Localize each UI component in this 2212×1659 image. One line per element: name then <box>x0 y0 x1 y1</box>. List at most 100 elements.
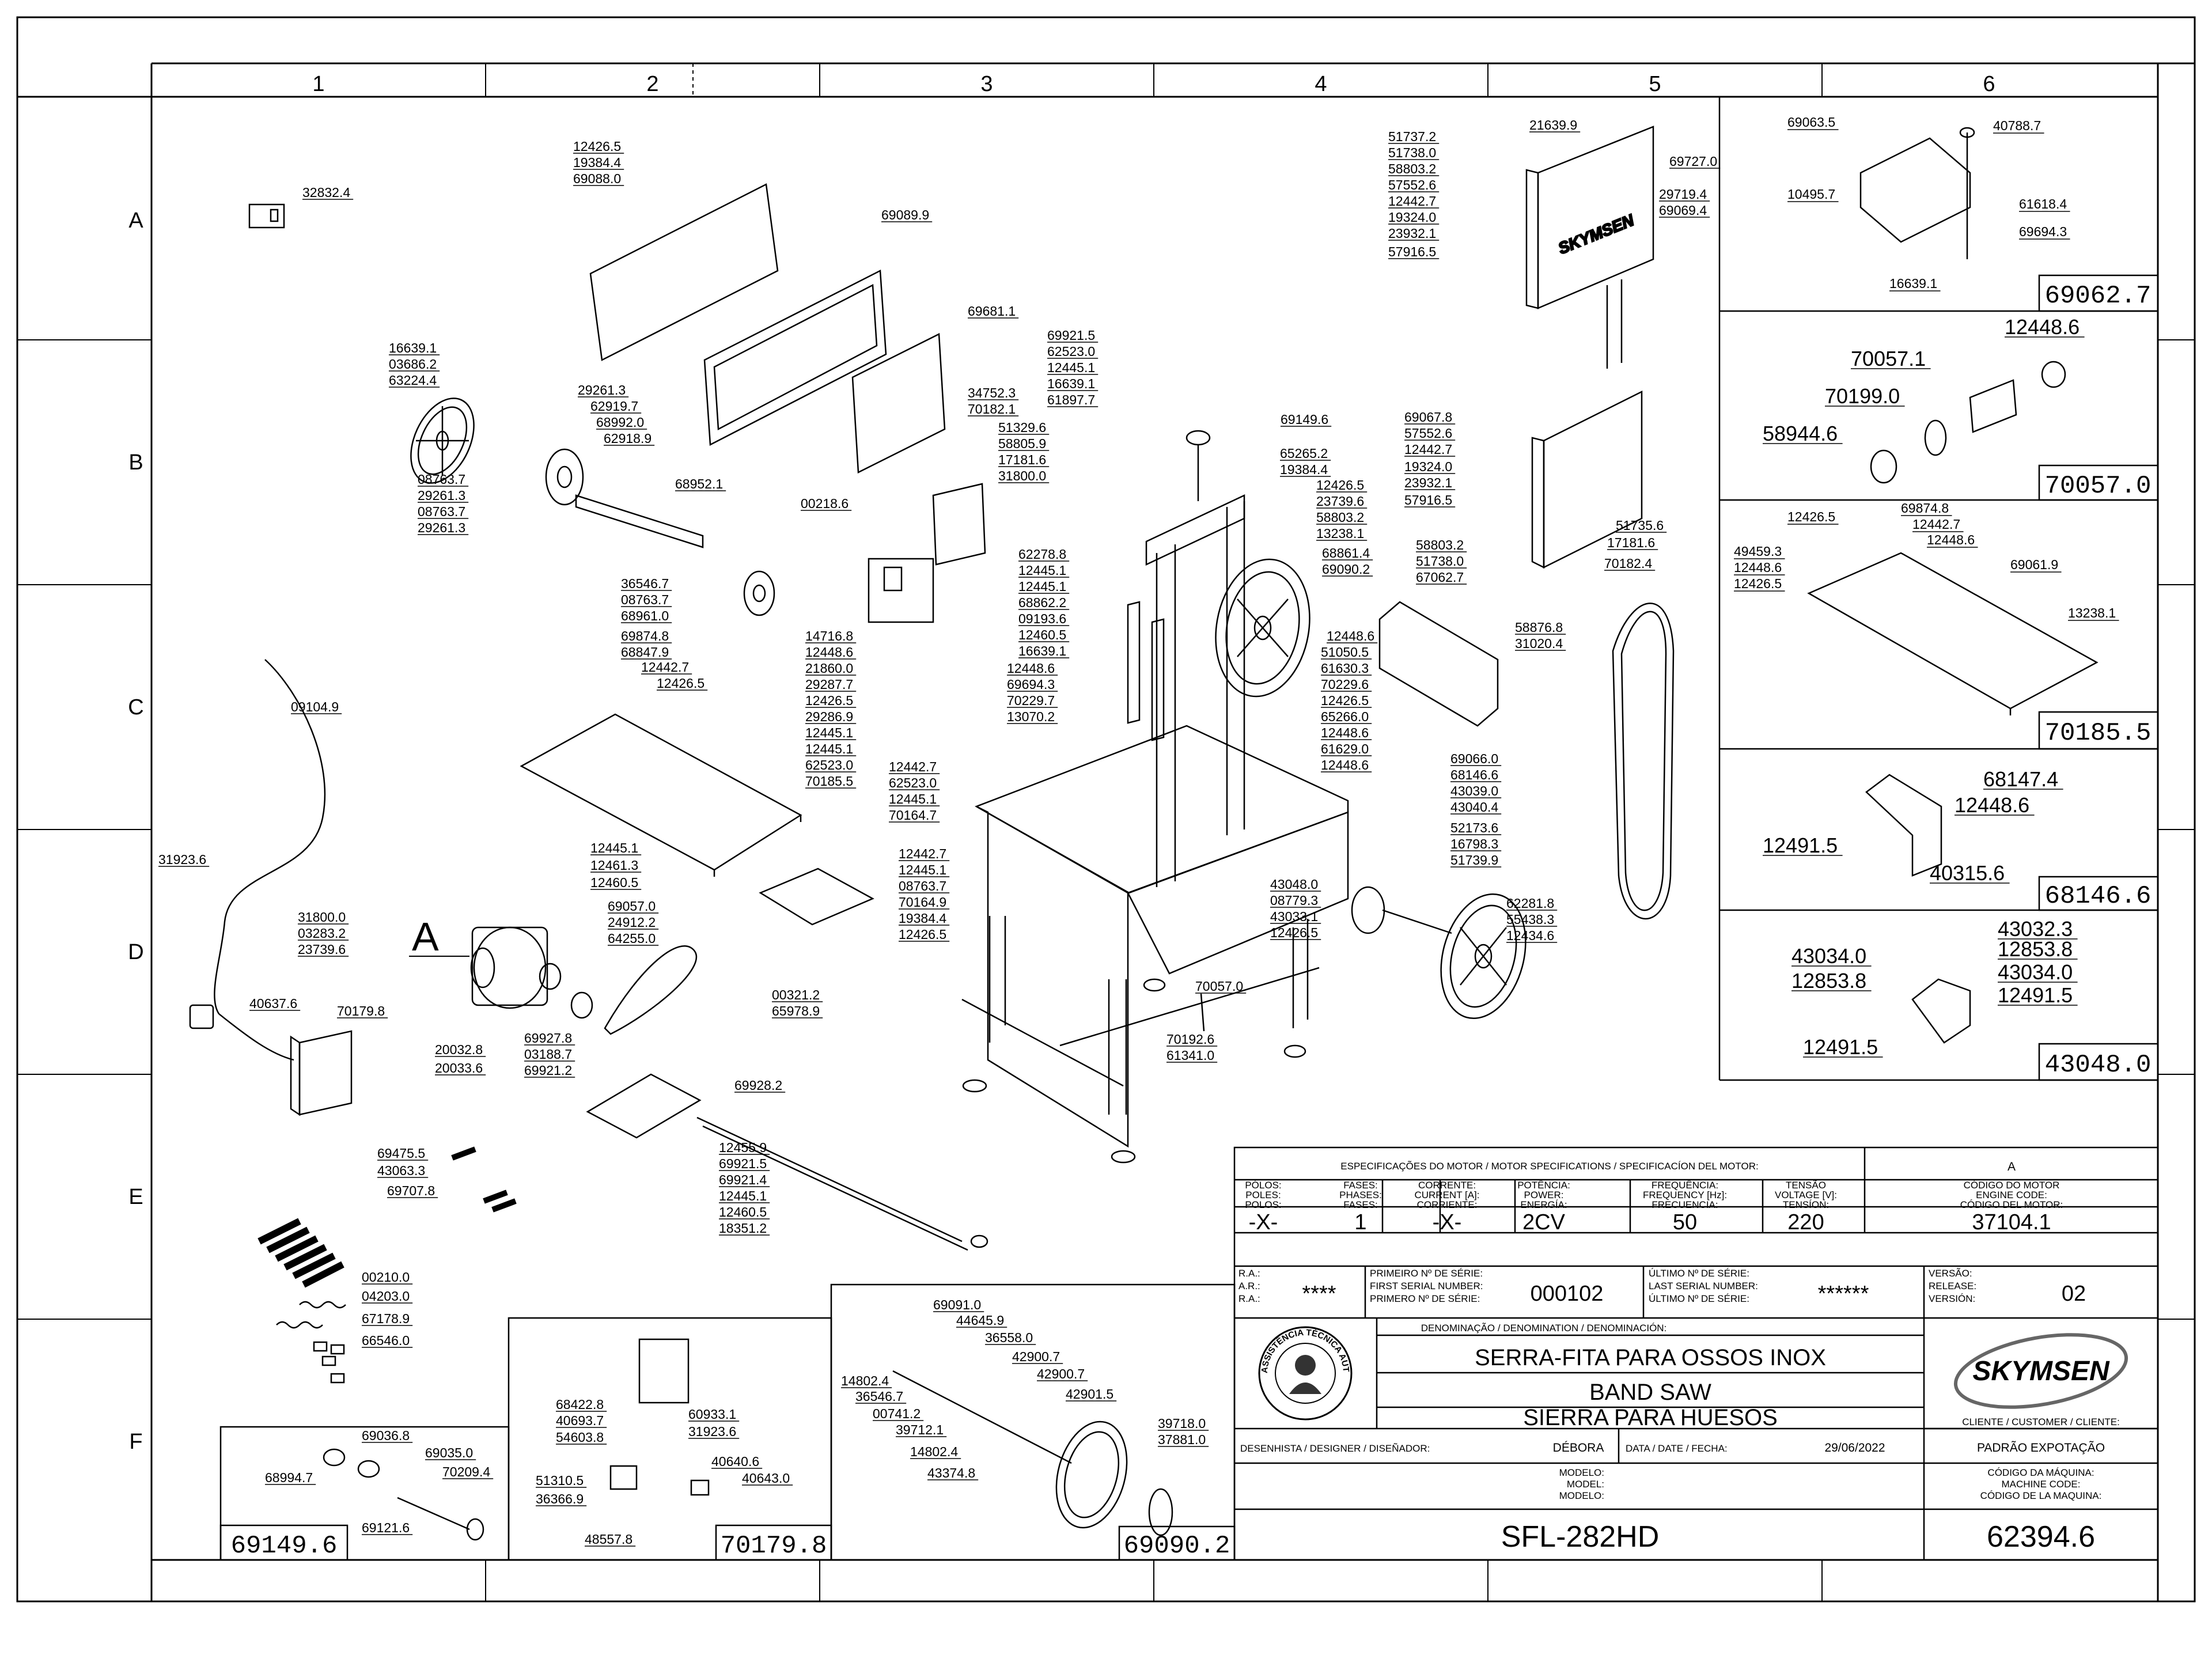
part-label: 69089.9 <box>881 207 929 222</box>
part-label: 58803.2 <box>1416 537 1464 552</box>
zone-row-a: A <box>128 209 143 233</box>
part-label: 12445.1 <box>889 791 937 806</box>
designer-value: DÉBORA <box>1553 1441 1604 1455</box>
designer-label: DESENHISTA / DESIGNER / DISEÑADOR: <box>1240 1443 1430 1454</box>
serial-header-first_serial: FIRST SERIAL NUMBER: <box>1370 1281 1483 1291</box>
part-label: 16639.1 <box>1018 643 1066 658</box>
zone-row-c: C <box>128 695 143 719</box>
motor-spec-header: ESPECIFICAÇÕES DO MOTOR / MOTOR SPECIFIC… <box>1340 1161 1758 1172</box>
first-serial-value: 000102 <box>1531 1282 1604 1306</box>
part-label: 69921.5 <box>719 1156 767 1171</box>
part-label: 69921.5 <box>1047 328 1095 343</box>
part-label: 23739.6 <box>1316 494 1364 509</box>
part-label: 69727.0 <box>1669 154 1717 169</box>
serial-header-version: VERSÃO: <box>1929 1268 1972 1279</box>
spec-header-engine_code: CÓDIGO DO MOTOR <box>1964 1180 2060 1191</box>
detail-part-label: 70057.1 <box>1851 347 1926 370</box>
part-label: 54603.8 <box>556 1430 604 1445</box>
model-value: SFL-282HD <box>1501 1520 1660 1554</box>
serial-header-ra: R.A.: <box>1238 1268 1260 1279</box>
part-label: 69091.0 <box>933 1297 981 1312</box>
part-label: 69057.0 <box>608 899 656 914</box>
part-label: 68961.0 <box>621 608 669 623</box>
spec-header-frequency: FREQUÊNCIA: <box>1652 1180 1718 1191</box>
part-label: 37881.0 <box>1158 1432 1206 1447</box>
detail-code-2: 70057.0 <box>2045 472 2152 501</box>
part-label: 08763.7 <box>621 592 669 607</box>
part-label: 61897.7 <box>1047 392 1095 407</box>
part-label: 00218.6 <box>801 496 849 511</box>
version-value: 02 <box>2062 1282 2086 1306</box>
serial-header-first_serial: PRIMERO Nº DE SÉRIE: <box>1370 1293 1480 1304</box>
part-label: 48557.8 <box>585 1532 632 1547</box>
detail-part-label: 68147.4 <box>1983 767 2058 791</box>
spec-header-frequency: FREQUENCY [Hz]: <box>1643 1190 1727 1200</box>
part-label: 70229.7 <box>1007 693 1055 708</box>
part-label: 08763.7 <box>418 504 465 519</box>
part-label: 29287.7 <box>805 677 853 692</box>
serial-header-version: RELEASE: <box>1929 1281 1976 1291</box>
spec-header-phases: FASES: <box>1343 1180 1378 1191</box>
part-label: 62523.0 <box>889 775 937 790</box>
part-label: 12461.3 <box>590 858 638 873</box>
part-label: 70192.6 <box>1166 1032 1214 1047</box>
part-label: 65978.9 <box>772 1003 820 1018</box>
part-label: 12448.6 <box>1321 725 1369 740</box>
inset-codes: 69149.6 70179.8 69090.2 <box>231 1532 1230 1560</box>
detail-part-label: 43034.0 <box>1998 960 2073 984</box>
part-label: 69067.8 <box>1404 410 1452 425</box>
part-label: 29719.4 <box>1659 187 1707 202</box>
zone-col-3: 3 <box>980 72 993 96</box>
part-label: 58876.8 <box>1515 620 1563 635</box>
client-value: PADRÃO EXPOTAÇÃO <box>1977 1441 2105 1455</box>
part-label: 12426.5 <box>1316 478 1364 493</box>
detail-part-label: 69874.8 <box>1901 501 1949 516</box>
part-label: 17181.6 <box>1607 535 1655 550</box>
serial-header-version: VERSIÓN: <box>1929 1293 1975 1304</box>
part-label: 51739.9 <box>1450 853 1498 868</box>
part-label: 09104.9 <box>291 699 339 714</box>
part-label: 67062.7 <box>1416 570 1464 585</box>
serial-header-first_serial: PRIMEIRO Nº DE SÉRIE: <box>1370 1268 1483 1279</box>
part-label: 60933.1 <box>688 1407 736 1422</box>
part-label: 12448.6 <box>1321 757 1369 772</box>
part-label: 18351.2 <box>719 1221 767 1236</box>
part-label: 20033.6 <box>435 1060 483 1075</box>
part-label: 66546.0 <box>362 1333 410 1348</box>
inset-code-2: 70179.8 <box>721 1532 827 1560</box>
detail-part-label: 12491.5 <box>1998 983 2073 1007</box>
detail-part-label: 12442.7 <box>1912 517 1960 532</box>
part-label: 55438.3 <box>1506 912 1554 927</box>
detail-part-label: 12448.6 <box>1955 793 2029 817</box>
spec-header-engine_code: CÓDIGO DEL MOTOR: <box>1960 1199 2063 1210</box>
name-spanish: SIERRA PARA HUESOS <box>1523 1405 1778 1430</box>
part-label: 36546.7 <box>855 1389 903 1404</box>
detail-part-label: 40788.7 <box>1993 118 2041 133</box>
part-label: 58803.2 <box>1316 510 1364 525</box>
detail-part-label: 12853.8 <box>1791 969 1866 993</box>
part-label: 70164.9 <box>899 895 946 910</box>
part-label: 68146.6 <box>1450 767 1498 782</box>
part-label: 12442.7 <box>1388 194 1436 209</box>
serial-header-last_serial: LAST SERIAL NUMBER: <box>1649 1281 1758 1291</box>
zone-labels: 1 2 3 4 5 6 A B C D E F <box>128 72 1995 1454</box>
detail-part-label: 12853.8 <box>1998 937 2073 961</box>
zone-row-e: E <box>128 1185 143 1209</box>
part-label: 21639.9 <box>1529 118 1577 132</box>
part-label: 68862.2 <box>1018 595 1066 610</box>
part-label: 12445.1 <box>590 840 638 855</box>
part-label: 69066.0 <box>1450 751 1498 766</box>
part-label: 12445.1 <box>899 862 946 877</box>
part-label: 62281.8 <box>1506 896 1554 911</box>
part-label: 43033.1 <box>1270 909 1318 924</box>
part-label: 12445.1 <box>1047 360 1095 375</box>
part-label: 65266.0 <box>1321 709 1369 724</box>
part-label: 69694.3 <box>1007 677 1055 692</box>
part-label: 31020.4 <box>1515 636 1563 651</box>
part-label: 29261.3 <box>418 520 465 535</box>
part-label: 32832.4 <box>302 185 350 200</box>
model-label: MODELO: <box>1559 1490 1604 1501</box>
part-label: 68422.8 <box>556 1397 604 1412</box>
detail-part-label: 12426.5 <box>1787 509 1835 524</box>
detail-code-1: 69062.7 <box>2045 282 2152 310</box>
